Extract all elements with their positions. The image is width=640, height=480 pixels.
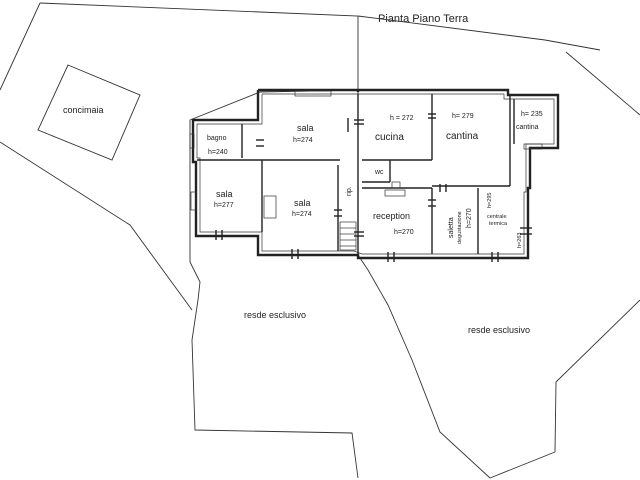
lot-boundary-top-right [357, 15, 601, 51]
resede-right-label: resde esclusivo [468, 325, 530, 335]
building-inner-offset [196, 93, 555, 255]
room-centrale-name: centrale [487, 214, 507, 220]
reception-counter [384, 189, 406, 197]
room-rip-name: rip. [346, 186, 353, 196]
room-saletta-height: h=270 [466, 208, 473, 228]
door-markers [215, 113, 532, 262]
room-wc-name: wc [374, 169, 384, 176]
room-saletta-sub: degustazione [457, 211, 463, 244]
room-bagno-name: bagno [207, 135, 227, 142]
bay-window-left [190, 191, 197, 211]
room-reception-height: h=270 [394, 229, 414, 236]
room-sala-top-height: h=274 [293, 137, 313, 144]
resede-left-label: resde esclusivo [244, 310, 306, 320]
room-centrale-height-a: h=295 [487, 193, 493, 208]
room-bagno-height: h=240 [208, 149, 228, 156]
lot-boundary-left [39, 2, 359, 479]
room-cantina-small-name: cantina [516, 124, 539, 131]
room-sala-left-name: sala [216, 189, 233, 199]
room-sala-top-name: sala [297, 123, 314, 133]
niche-cantina-small [523, 143, 543, 150]
room-cantina-big-name: cantina [446, 131, 479, 142]
room-saletta-name: saletta [448, 217, 455, 238]
staircase [339, 221, 357, 251]
concimaia-label: concimaia [63, 105, 104, 115]
lot-boundary-outer-left [0, 2, 41, 91]
bay-window-bagno [189, 133, 195, 149]
room-sala-mid-name: sala [294, 198, 311, 208]
concimaia-area [37, 64, 141, 161]
lot-boundary-lower-left [0, 141, 193, 311]
room-cantina-big-height: h= 279 [452, 113, 474, 120]
fireplace [263, 195, 277, 219]
room-cucina-height: h = 272 [390, 115, 414, 122]
lot-divider [357, 90, 491, 479]
room-centrale-sub: termica [489, 221, 508, 227]
plan-title: Pianta Piano Terra [378, 13, 469, 25]
room-centrale-height-b: h=263 [517, 233, 523, 248]
niche-sala-top [294, 90, 332, 97]
room-cantina-small-height: h= 235 [521, 111, 543, 118]
room-sala-mid-height: h=274 [292, 211, 312, 218]
room-cucina-name: cucina [375, 132, 404, 143]
building-outer-wall [191, 88, 560, 260]
lot-boundary-right [565, 51, 640, 116]
room-reception-name: reception [373, 211, 410, 221]
room-sala-left-height: h=277 [214, 202, 234, 209]
lot-boundary-bottom-right [489, 299, 640, 479]
wc-fixture [391, 181, 401, 189]
